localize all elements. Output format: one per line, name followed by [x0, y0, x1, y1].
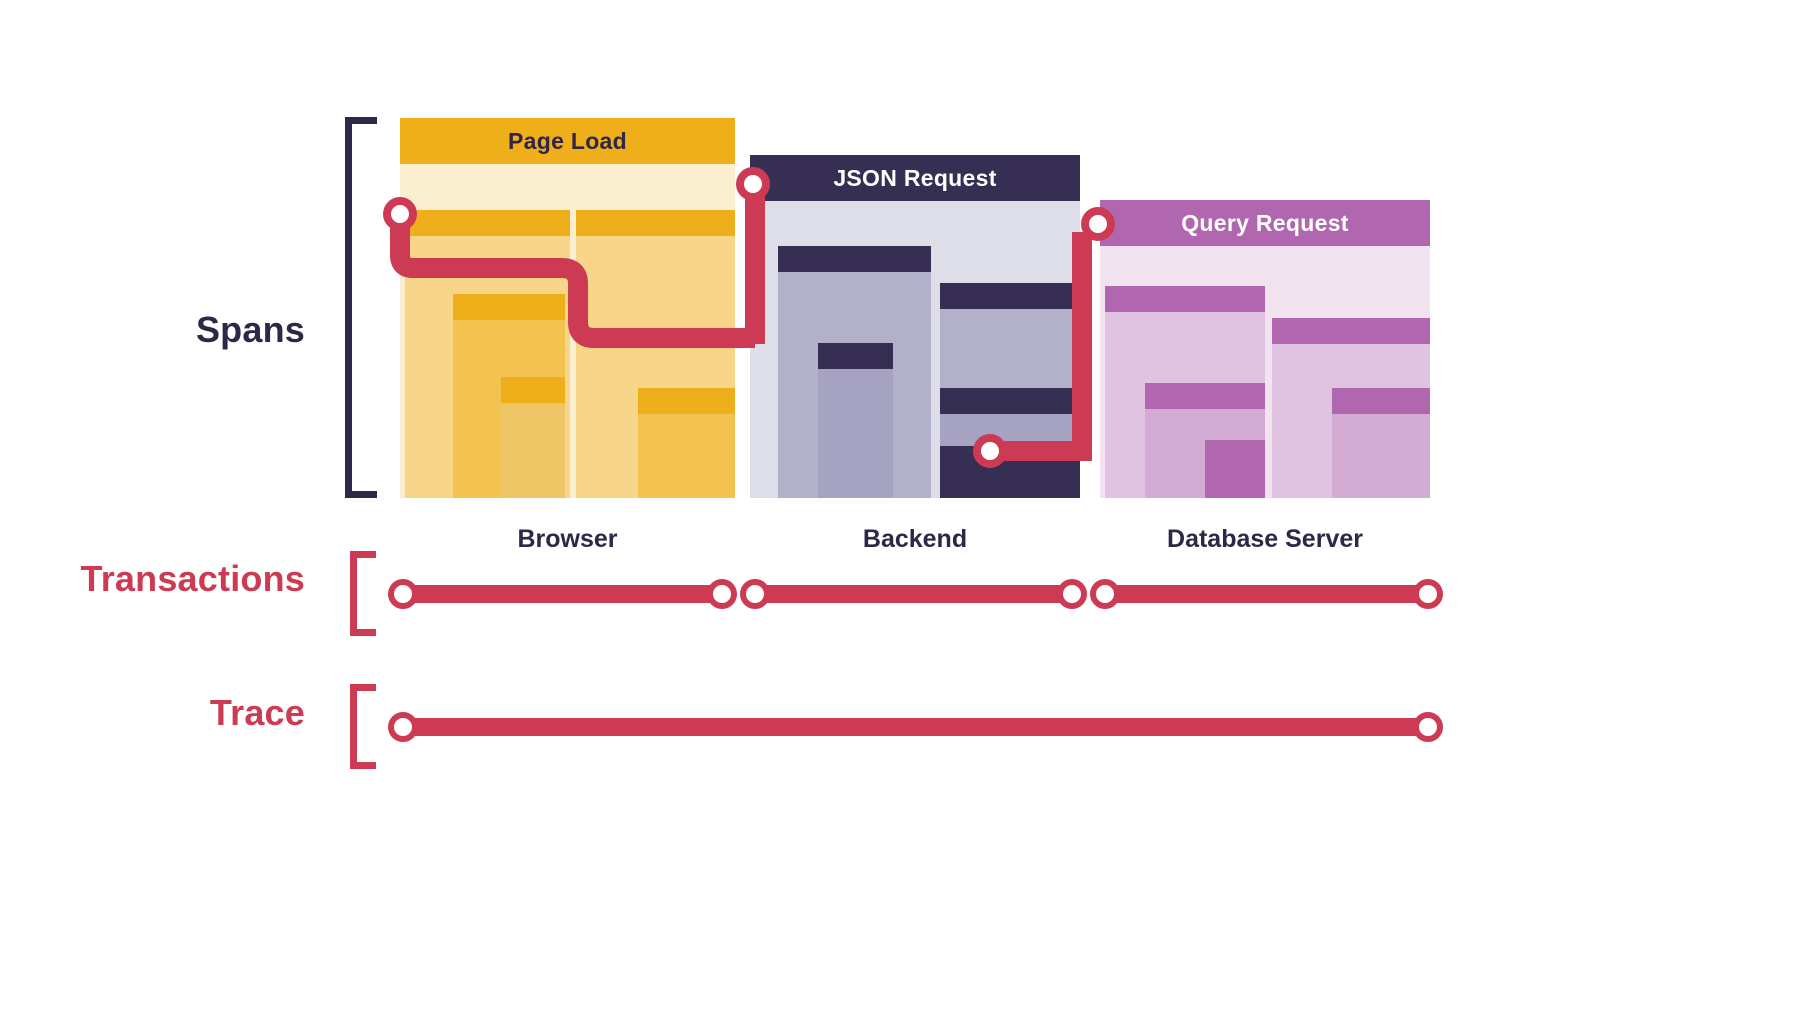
transaction-header-json-request[interactable]: JSON Request — [750, 155, 1080, 201]
transaction-node-4[interactable] — [1057, 579, 1087, 609]
span-bar-browser-1-1-1[interactable] — [501, 377, 565, 498]
row-label-spans: Spans — [195, 309, 305, 350]
bracket-transactions — [350, 551, 376, 636]
span-head-database-1 — [1105, 286, 1265, 312]
span-head-backend-2 — [940, 283, 1080, 309]
span-head-backend-2-1 — [940, 388, 1080, 414]
transaction-node-1[interactable] — [388, 579, 418, 609]
transaction-node-2[interactable] — [707, 579, 737, 609]
service-column-backend[interactable]: JSON Request — [750, 155, 1080, 498]
transaction-segment-browser[interactable] — [400, 585, 722, 603]
span-head-browser-2-1 — [638, 388, 735, 414]
transaction-segment-backend[interactable] — [752, 585, 1072, 603]
transaction-header-page-load[interactable]: Page Load — [400, 118, 735, 164]
span-head-database-2-1 — [1332, 388, 1430, 414]
span-bar-browser-2-1[interactable] — [638, 388, 735, 498]
span-area-browser — [400, 164, 735, 498]
span-head-browser-1-1-1 — [501, 377, 565, 403]
span-area-database — [1100, 246, 1430, 498]
service-column-database[interactable]: Query Request — [1100, 200, 1430, 498]
service-caption-database: Database Server — [1167, 525, 1363, 553]
trace-node-start[interactable] — [388, 712, 418, 742]
span-bar-backend-2-1-1[interactable] — [940, 446, 1080, 498]
row-label-transactions: Transactions — [80, 558, 305, 599]
service-caption-browser: Browser — [517, 525, 618, 553]
span-bar-database-1-1-1[interactable] — [1205, 440, 1265, 498]
span-area-backend — [750, 201, 1080, 498]
service-caption-backend: Backend — [862, 525, 968, 553]
span-head-browser-1-1 — [453, 294, 565, 320]
transaction-node-6[interactable] — [1413, 579, 1443, 609]
span-head-database-1-1 — [1145, 383, 1265, 409]
transaction-header-query-request[interactable]: Query Request — [1100, 200, 1430, 246]
span-bar-backend-1-1[interactable] — [818, 343, 893, 498]
span-head-database-2 — [1272, 318, 1430, 344]
trace-node-end[interactable] — [1413, 712, 1443, 742]
bracket-spans — [345, 117, 377, 498]
span-bar-database-2-1[interactable] — [1332, 388, 1430, 498]
trace-segment-full[interactable] — [400, 718, 1428, 736]
service-column-browser[interactable]: Page Load — [400, 118, 735, 498]
transaction-node-3[interactable] — [740, 579, 770, 609]
transaction-segment-database[interactable] — [1102, 585, 1428, 603]
span-head-browser-1 — [405, 210, 570, 236]
row-label-trace: Trace — [209, 692, 305, 733]
span-head-backend-1-1 — [818, 343, 893, 369]
transaction-node-5[interactable] — [1090, 579, 1120, 609]
bracket-trace — [350, 684, 376, 769]
span-head-browser-2 — [576, 210, 735, 236]
span-head-backend-1 — [778, 246, 931, 272]
